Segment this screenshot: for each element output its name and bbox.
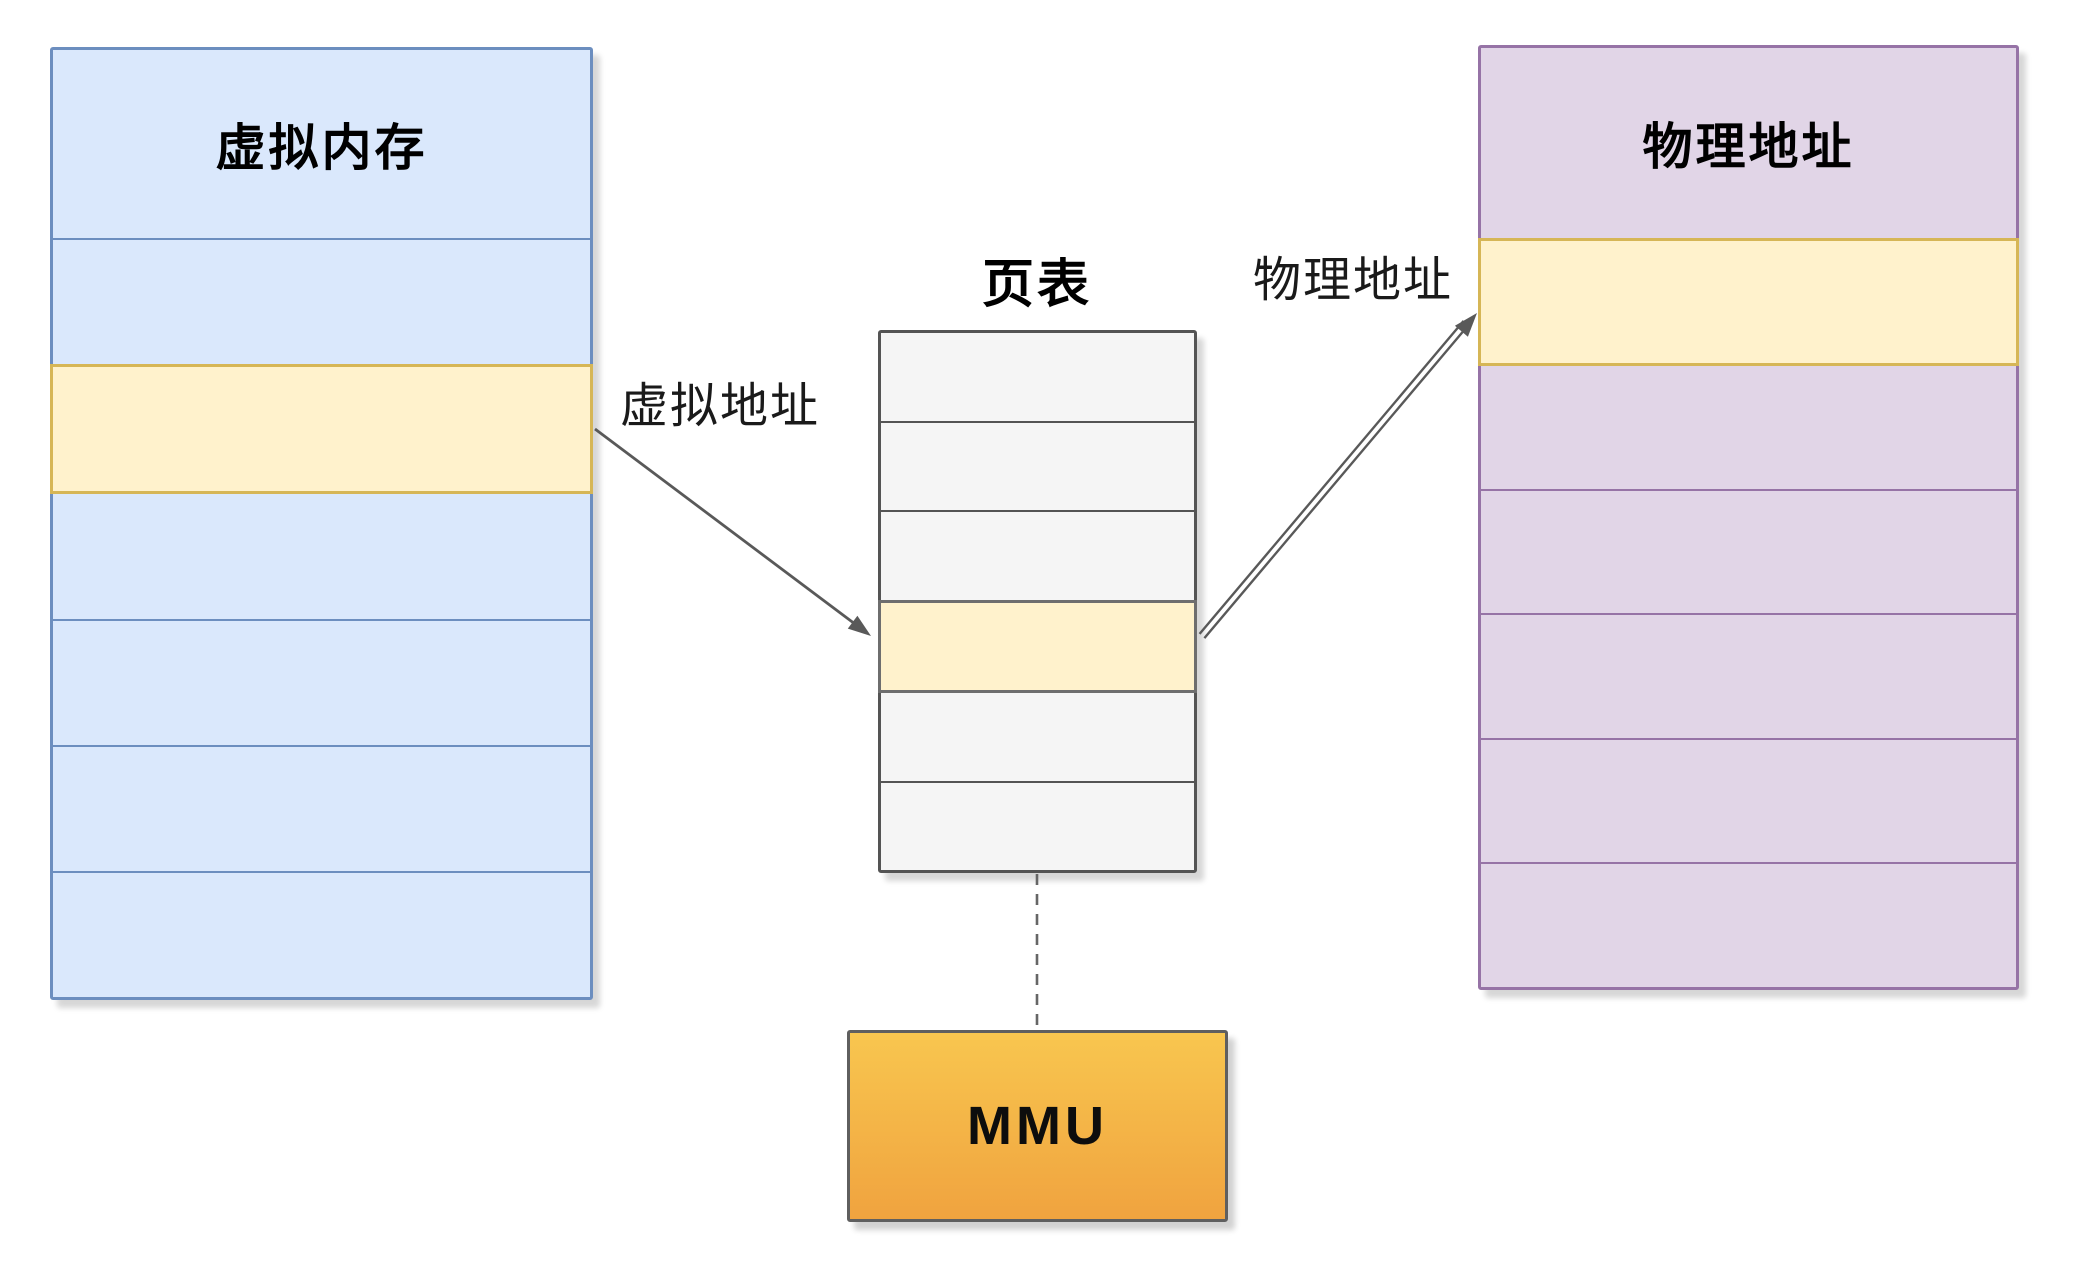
memory-row (1481, 488, 2016, 614)
memory-row (881, 333, 1194, 421)
memory-row (1481, 366, 2016, 489)
memory-row (1481, 862, 2016, 987)
virtual-address-arrow-head (847, 615, 871, 636)
physical-address-arrow-head (1454, 313, 1477, 337)
memory-row (53, 240, 590, 364)
memory-row (881, 420, 1194, 511)
physical-address-arrow (1198, 313, 1477, 639)
memory-row (881, 780, 1194, 871)
physical-memory-rows (1478, 237, 2019, 987)
mmu-label: MMU (967, 1096, 1108, 1156)
physical-address-arrow-line-lower (1198, 320, 1465, 635)
physical-address-arrow-line-upper (1203, 324, 1470, 639)
virtual-memory-box: 虚拟内存 (50, 47, 593, 1000)
virtual-address-label: 虚拟地址 (619, 380, 820, 433)
virtual-address-arrow-shaft (594, 427, 856, 626)
memory-row (881, 510, 1194, 600)
virtual-memory-title: 虚拟内存 (215, 120, 428, 176)
physical-address-label: 物理地址 (1252, 254, 1453, 307)
memory-row (53, 618, 590, 745)
highlighted-row (1478, 237, 2019, 367)
highlighted-row (878, 599, 1197, 693)
memory-row (881, 693, 1194, 781)
memory-row (1481, 737, 2016, 863)
mmu-box: MMU (847, 1030, 1228, 1222)
highlighted-row (50, 364, 593, 495)
page-table-title: 页表 (981, 256, 1092, 314)
virtual-memory-rows (50, 240, 593, 997)
physical-memory-title-row: 物理地址 (1481, 48, 2016, 240)
memory-row (53, 744, 590, 871)
physical-memory-box: 物理地址 (1478, 45, 2019, 990)
page-table-box (878, 330, 1197, 873)
physical-memory-title: 物理地址 (1642, 119, 1855, 175)
virtual-memory-title-row: 虚拟内存 (53, 50, 590, 240)
virtual-address-arrow (594, 427, 871, 636)
page-table-rows (878, 333, 1197, 871)
memory-row (1481, 613, 2016, 738)
memory-row (53, 494, 590, 618)
memory-row (53, 870, 590, 997)
